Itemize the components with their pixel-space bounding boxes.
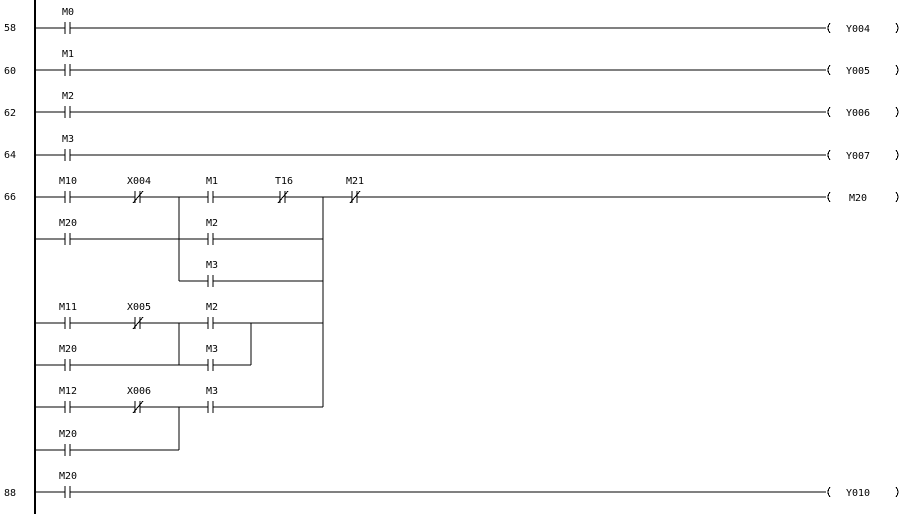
contact-label: M2: [206, 218, 218, 229]
contact-no[interactable]: M2: [60, 91, 80, 120]
contact-no[interactable]: M3: [202, 260, 222, 288]
contact-no[interactable]: M3: [202, 386, 222, 414]
contact-label: M10: [59, 176, 77, 187]
rung-62: M2 Y006: [35, 91, 904, 122]
coil[interactable]: Y006: [824, 102, 904, 122]
contact-label: M3: [206, 386, 218, 397]
step-number: 66: [4, 192, 16, 203]
contact-label: M1: [62, 49, 74, 60]
contact-label: M20: [59, 344, 77, 355]
contact-nc[interactable]: X005: [125, 302, 153, 330]
contact-nc[interactable]: X006: [125, 386, 153, 414]
contact-label: T16: [275, 176, 293, 187]
step-number: 58: [4, 23, 16, 34]
coil-label: Y007: [846, 151, 870, 162]
contact-nc[interactable]: X004: [125, 176, 153, 204]
step-number: 64: [4, 150, 16, 161]
contact-no[interactable]: M20: [58, 218, 80, 246]
coil-label: M20: [849, 193, 867, 204]
contact-no[interactable]: M10: [58, 176, 80, 204]
coil[interactable]: Y005: [824, 60, 904, 80]
coil-label: Y004: [846, 24, 870, 35]
contact-label: M20: [59, 218, 77, 229]
rung-64: M3 Y007: [35, 134, 904, 165]
contact-nc[interactable]: M21: [344, 176, 368, 204]
rung-88: M20 Y010: [35, 471, 904, 502]
coil[interactable]: M20: [824, 187, 904, 207]
coil-label: Y010: [846, 488, 870, 499]
contact-no[interactable]: M2: [202, 218, 222, 246]
contact-label: M0: [62, 7, 74, 18]
rung-66: M10 X004 M1 T16: [35, 176, 904, 457]
contact-no[interactable]: M0: [60, 7, 80, 36]
contact-label: M1: [206, 176, 218, 187]
step-number: 60: [4, 66, 16, 77]
coil-label: Y005: [846, 66, 870, 77]
contact-no[interactable]: M12: [58, 386, 80, 414]
contact-label: X004: [127, 176, 151, 187]
coil[interactable]: Y010: [824, 482, 904, 502]
contact-no[interactable]: M3: [202, 344, 222, 372]
contact-nc[interactable]: T16: [272, 176, 296, 204]
contact-label: M12: [59, 386, 77, 397]
step-number: 62: [4, 108, 16, 119]
contact-label: M3: [206, 344, 218, 355]
contact-no[interactable]: M11: [58, 302, 80, 330]
contact-label: M3: [62, 134, 74, 145]
contact-label: X005: [127, 302, 151, 313]
contact-label: M3: [206, 260, 218, 271]
contact-label: M11: [59, 302, 77, 313]
contact-label: M21: [346, 176, 364, 187]
coil[interactable]: Y007: [824, 145, 904, 165]
coil[interactable]: Y004: [824, 18, 904, 38]
rung-60: M1 Y005: [35, 49, 904, 80]
step-number: 88: [4, 488, 16, 499]
contact-label: M20: [59, 429, 77, 440]
contact-no[interactable]: M20: [58, 471, 80, 499]
contact-no[interactable]: M1: [60, 49, 80, 78]
contact-no[interactable]: M1: [202, 176, 222, 204]
contact-no[interactable]: M20: [58, 344, 80, 372]
contact-no[interactable]: M3: [60, 134, 80, 162]
contact-label: M2: [62, 91, 74, 102]
contact-no[interactable]: M20: [58, 429, 80, 457]
contact-no[interactable]: M2: [202, 302, 222, 330]
coil-label: Y006: [846, 108, 870, 119]
rung-58: M0 Y004: [35, 7, 904, 38]
contact-label: X006: [127, 386, 151, 397]
contact-label: M20: [59, 471, 77, 482]
contact-label: M2: [206, 302, 218, 313]
